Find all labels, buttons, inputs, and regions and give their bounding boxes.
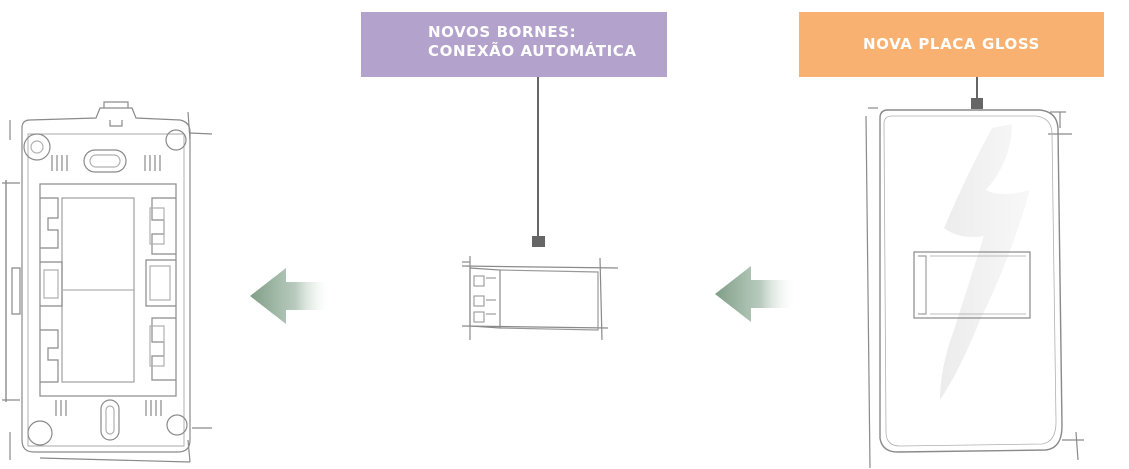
callout-new-terminals: NOVOS BORNES: CONEXÃO AUTOMÁTICA bbox=[361, 12, 667, 77]
terminal-module bbox=[461, 77, 619, 341]
gloss-cover-plate bbox=[865, 77, 1084, 469]
arrow-left-icon bbox=[250, 268, 332, 324]
arrow-center-icon bbox=[715, 266, 797, 322]
callout-new-terminals-line1: NOVOS BORNES: bbox=[428, 23, 577, 41]
callout-new-gloss-plate-label: NOVA PLACA GLOSS bbox=[863, 35, 1040, 53]
callout-new-terminals-line2: CONEXÃO AUTOMÁTICA bbox=[428, 42, 637, 60]
callout-new-gloss-plate: NOVA PLACA GLOSS bbox=[799, 12, 1104, 77]
mounting-frame bbox=[2, 101, 213, 463]
